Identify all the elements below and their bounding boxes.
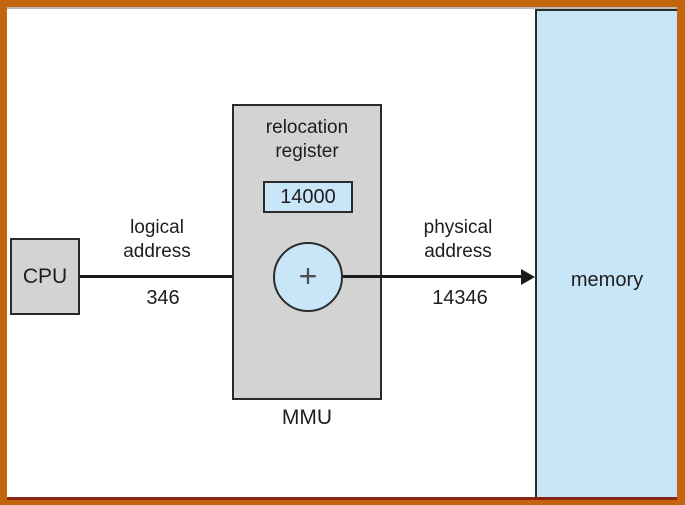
relocation-register-value-box: 14000	[263, 181, 353, 213]
physical-address-value: 14346	[432, 287, 488, 309]
logical-address-label: logical address	[67, 216, 247, 264]
relocation-register-label-line1: relocation	[265, 117, 349, 138]
adder-circle: +	[273, 242, 343, 312]
physical-address-label-line2: address	[424, 241, 492, 262]
relocation-register-label-line2: register	[275, 141, 339, 162]
physical-address-arrow-line	[343, 275, 522, 278]
diagram-canvas: CPU logical address 346 relocation regis…	[7, 7, 677, 500]
logical-address-value: 346	[146, 287, 180, 309]
arrowhead-right-icon	[521, 269, 535, 285]
relocation-register-label: relocation register	[234, 116, 380, 164]
cpu-box: CPU	[10, 238, 80, 315]
mmu-caption: MMU	[281, 406, 333, 429]
plus-icon: +	[298, 258, 318, 294]
physical-address-label-line1: physical	[423, 217, 493, 238]
relocation-register-value: 14000	[280, 185, 336, 208]
physical-address-label: physical address	[368, 216, 548, 264]
memory-box: memory	[535, 9, 677, 497]
cpu-label: CPU	[22, 264, 68, 288]
logical-address-arrow-line	[80, 275, 260, 278]
logical-address-label-line1: logical	[130, 217, 184, 238]
mmu-box: relocation register 14000 +	[232, 104, 382, 400]
logical-address-label-line2: address	[123, 241, 191, 262]
memory-label: memory	[570, 269, 644, 291]
